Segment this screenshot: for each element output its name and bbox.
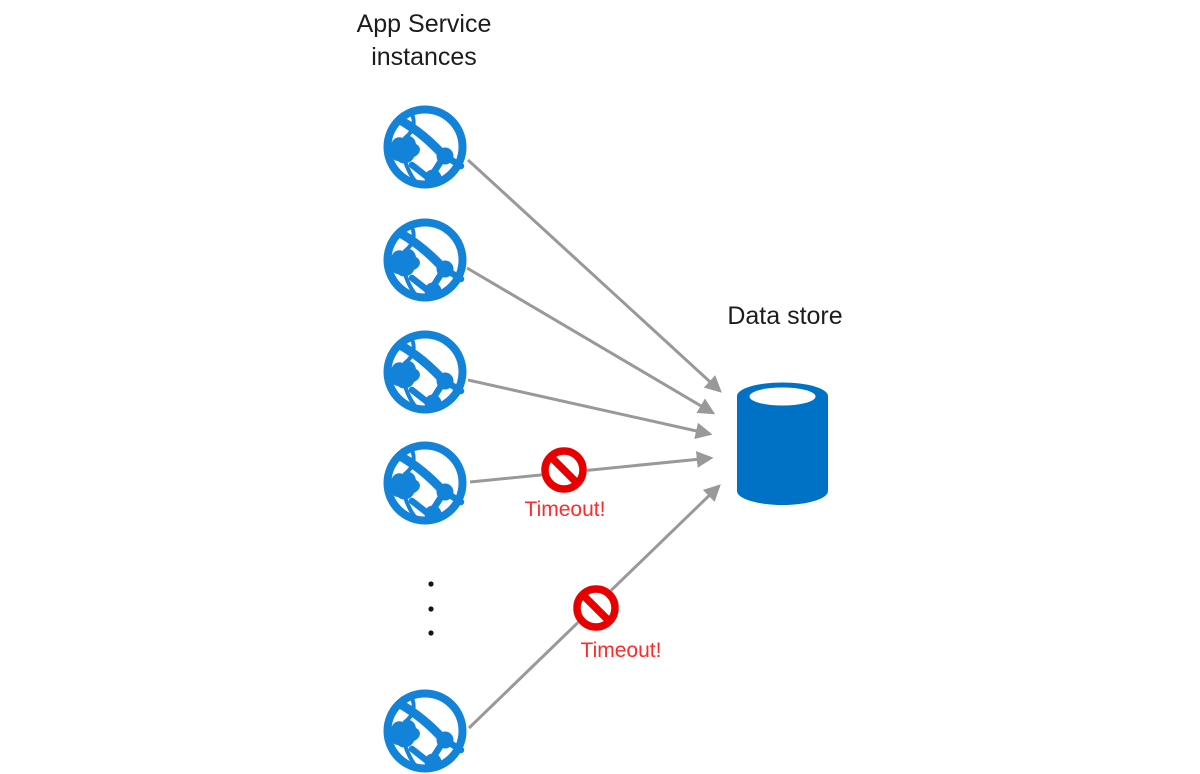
connection-arrow-4 [469, 451, 714, 484]
database-cylinder-icon [737, 382, 828, 505]
app-service-icon-2 [388, 223, 463, 300]
app-service-icon-5 [388, 694, 463, 771]
connection-arrow-2 [466, 266, 716, 415]
app-service-icon-1 [388, 110, 463, 187]
timeout-label-1: Timeout! [524, 498, 606, 521]
connection-arrow-1 [466, 158, 722, 393]
no-entry-icon-1 [541, 447, 587, 493]
connection-arrow-3 [467, 378, 713, 440]
app-service-icon-4 [388, 446, 463, 523]
app-service-icon-3 [388, 335, 463, 412]
no-entry-icon-2 [573, 585, 619, 631]
data-store-label: Data store [727, 302, 843, 330]
vertical-ellipsis-dots-icon [428, 581, 434, 636]
timeout-label-2: Timeout! [580, 639, 662, 662]
diagram-title: App Service instances [356, 10, 492, 71]
